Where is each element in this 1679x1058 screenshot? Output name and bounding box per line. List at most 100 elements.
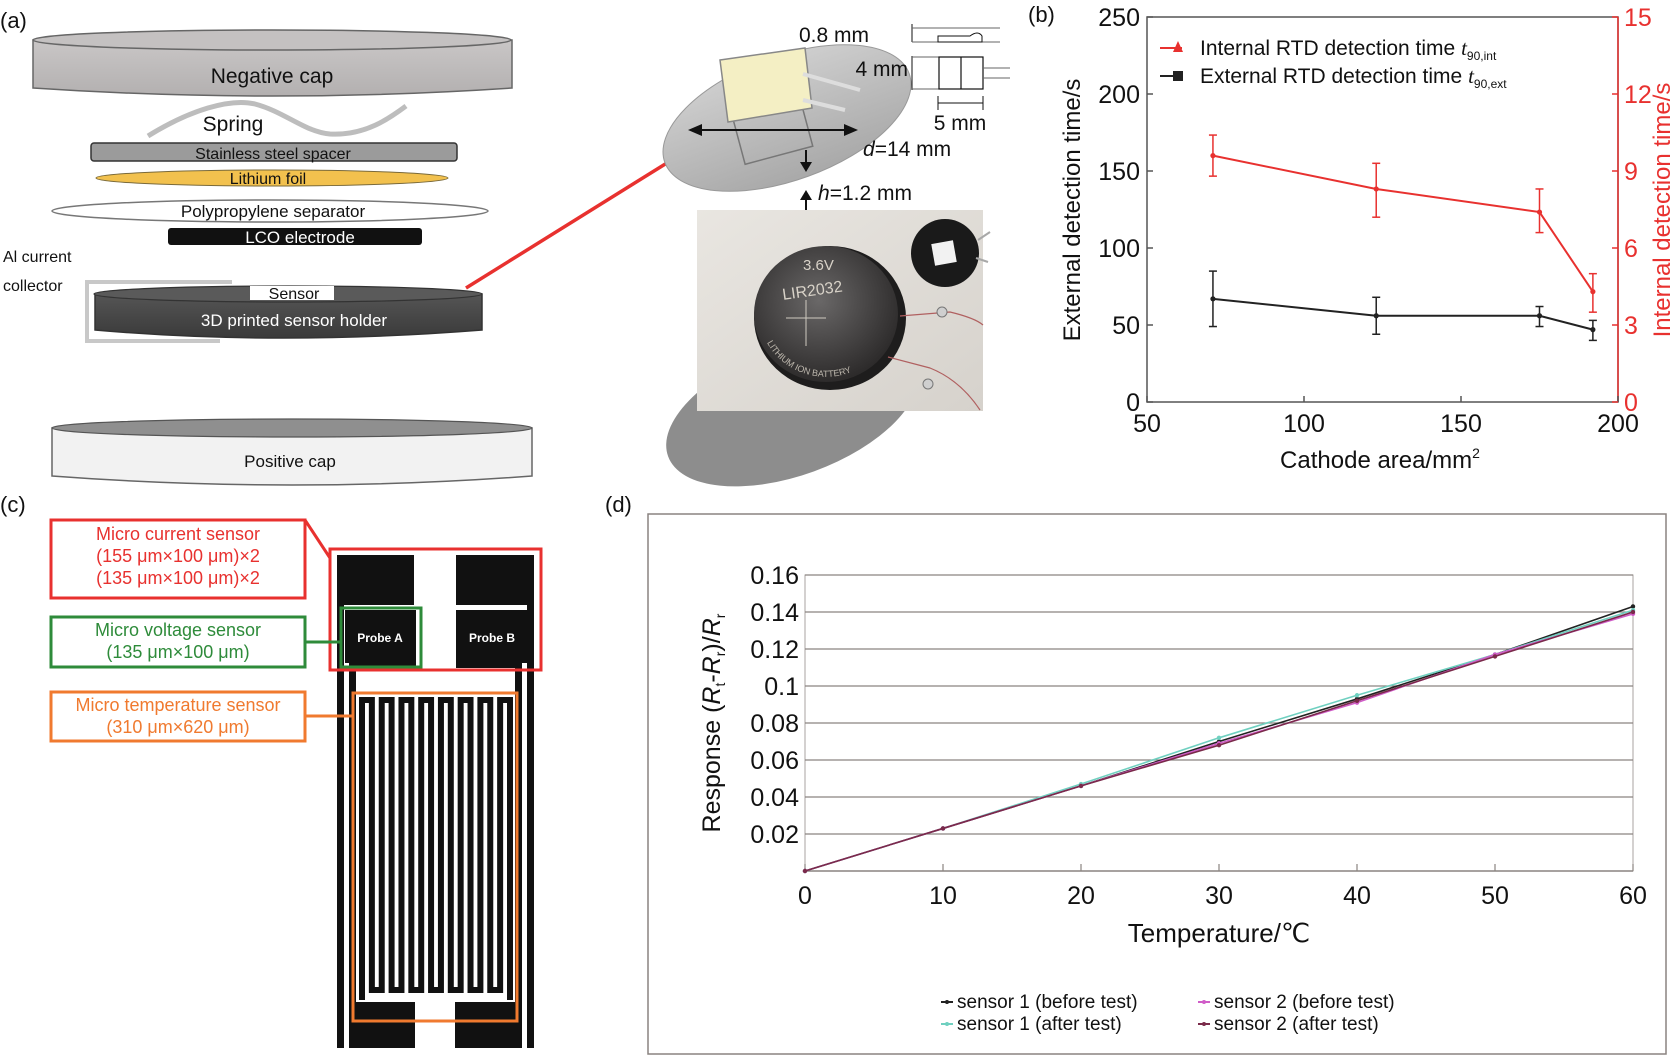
legend-item-d: sensor 2 (after test) — [1198, 1014, 1379, 1035]
voltage-sensor-callout: Micro voltage sensor (135 μm×100 μm) — [49, 606, 423, 669]
y-tick-label-b: 150 — [1098, 158, 1140, 186]
length-label: 5 mm — [934, 112, 987, 135]
legend-item-internal: Internal RTD detection time t90,int — [1160, 36, 1497, 63]
spring-label: Spring — [203, 113, 264, 136]
positive-cap-label: Positive cap — [244, 452, 336, 471]
probe-a-pad — [345, 610, 416, 663]
y-tick-label-d: 0.16 — [750, 562, 799, 590]
probe-b-label: Probe B — [469, 631, 515, 645]
thickness-label: 0.8 mm — [799, 24, 869, 47]
chip-dimension-drawing: 0.8 mm 4 mm 5 mm — [799, 24, 1010, 135]
x-tick-label-d: 50 — [1481, 882, 1509, 910]
legend-marker-icon — [1202, 1000, 1206, 1004]
data-point — [940, 826, 946, 831]
y-axis-label-d: Response (Rt-Rr)/Rr — [698, 613, 728, 832]
x-tick-label-d: 0 — [798, 882, 812, 910]
zoom-arrow — [465, 144, 698, 290]
probe-a-label: Probe A — [357, 631, 403, 645]
holder-label: 3D printed sensor holder — [201, 311, 388, 330]
legend-marker-icon — [945, 1022, 949, 1026]
sensor-label: Sensor — [269, 286, 320, 303]
data-point — [1630, 604, 1636, 609]
data-point — [802, 868, 808, 874]
y-tick-label-b: 200 — [1098, 81, 1140, 109]
y2-tick-label-b: 15 — [1624, 4, 1652, 32]
x-tick-label-b: 200 — [1597, 410, 1639, 438]
legend-item-d: sensor 2 (before test) — [1198, 992, 1395, 1013]
polypropylene-separator: Polypropylene separator — [51, 199, 489, 223]
data-point — [1210, 296, 1216, 302]
current-sensor-size-1: (155 μm×100 μm)×2 — [96, 546, 260, 566]
sensor-window — [250, 286, 334, 300]
lithium-foil-label: Lithium foil — [230, 171, 306, 188]
y-tick-label-b: 50 — [1112, 312, 1140, 340]
x-tick-label-d: 40 — [1343, 882, 1371, 910]
x-axis-label-d: Temperature/℃ — [1128, 918, 1310, 948]
y-tick-label-d: 0.08 — [750, 710, 799, 738]
current-sensor-title: Micro current sensor — [96, 524, 260, 544]
separator-label: Polypropylene separator — [181, 202, 366, 221]
y2-tick-label-b: 12 — [1624, 81, 1652, 109]
al-current-collector: Al current collector — [3, 249, 232, 343]
legend-item-d: sensor 1 (after test) — [941, 1014, 1122, 1035]
y-tick-label-d: 0.02 — [750, 821, 799, 849]
x-tick-label-d: 30 — [1205, 882, 1233, 910]
legend-b: Internal RTD detection time t90,int Exte… — [1160, 36, 1507, 91]
temperature-sensor-callout: Micro temperature sensor (310 μm×620 μm) — [49, 690, 519, 1023]
panel-label-a: (a) — [0, 8, 27, 33]
y-tick-label-d: 0.14 — [750, 599, 799, 627]
cell-voltage-label: 3.6V — [803, 257, 834, 274]
y2-tick-label-b: 9 — [1624, 158, 1638, 186]
x-tick-label-d: 10 — [929, 882, 957, 910]
panel-label-d: (d) — [605, 492, 632, 517]
panel-c: (c) Probe A Probe B — [0, 492, 543, 1048]
data-point — [1536, 313, 1543, 319]
x-axis-label-b: Cathode area/mm2 — [1280, 445, 1480, 474]
data-point — [1078, 783, 1084, 789]
legend-item-d: sensor 1 (before test) — [941, 992, 1138, 1013]
temperature-sensor-title: Micro temperature sensor — [75, 695, 280, 715]
series-line — [1212, 297, 1594, 331]
sensor-chip — [719, 47, 813, 123]
legend-item-external: External RTD detection time t90,ext — [1160, 64, 1507, 91]
legend-marker-icon — [945, 1000, 949, 1004]
legend-d: sensor 1 (before test)sensor 1 (after te… — [941, 992, 1395, 1035]
lco-label: LCO electrode — [245, 228, 355, 247]
series-line — [1212, 154, 1594, 293]
probe-b-pad — [456, 610, 528, 663]
square-marker-icon — [1173, 71, 1183, 81]
x-tick-label-d: 60 — [1619, 882, 1647, 910]
spring: Spring — [146, 99, 408, 139]
x-tick-label-b: 100 — [1283, 410, 1325, 438]
voltage-sensor-title: Micro voltage sensor — [95, 620, 261, 640]
y2-tick-label-b: 0 — [1624, 389, 1638, 417]
diameter-label: d=14 mm — [863, 138, 951, 161]
triangle-marker-icon — [1173, 41, 1183, 52]
series-internal — [1208, 134, 1597, 313]
lco-electrode: LCO electrode — [168, 228, 422, 247]
negative-cap: Negative cap — [32, 29, 513, 97]
x-tick-label-b: 150 — [1440, 410, 1482, 438]
sensor-layout: Probe A Probe B — [337, 555, 534, 1048]
panel-label-b: (b) — [1028, 2, 1055, 27]
data-point — [1216, 735, 1222, 740]
legend-label-external: External RTD detection time t90,ext — [1200, 64, 1507, 91]
y-tick-label-b: 100 — [1098, 235, 1140, 263]
data-point — [1536, 209, 1543, 215]
current-sensor-size-2: (135 μm×100 μm)×2 — [96, 568, 260, 588]
series-external — [1208, 270, 1597, 342]
current-sensor-callout: Micro current sensor (155 μm×100 μm)×2 (… — [49, 518, 543, 672]
data-point — [1354, 698, 1360, 703]
data-point — [1210, 153, 1216, 159]
legend-label-d: sensor 1 (after test) — [957, 1014, 1122, 1035]
data-point — [1373, 186, 1379, 192]
negative-cap-label: Negative cap — [211, 65, 334, 88]
y2-tick-label-b: 3 — [1624, 312, 1638, 340]
lithium-foil: Lithium foil — [95, 169, 449, 188]
legend-label-d: sensor 2 (before test) — [1214, 992, 1395, 1013]
al-collector-label-1: Al current — [3, 249, 72, 266]
y2-tick-label-b: 6 — [1624, 235, 1638, 263]
